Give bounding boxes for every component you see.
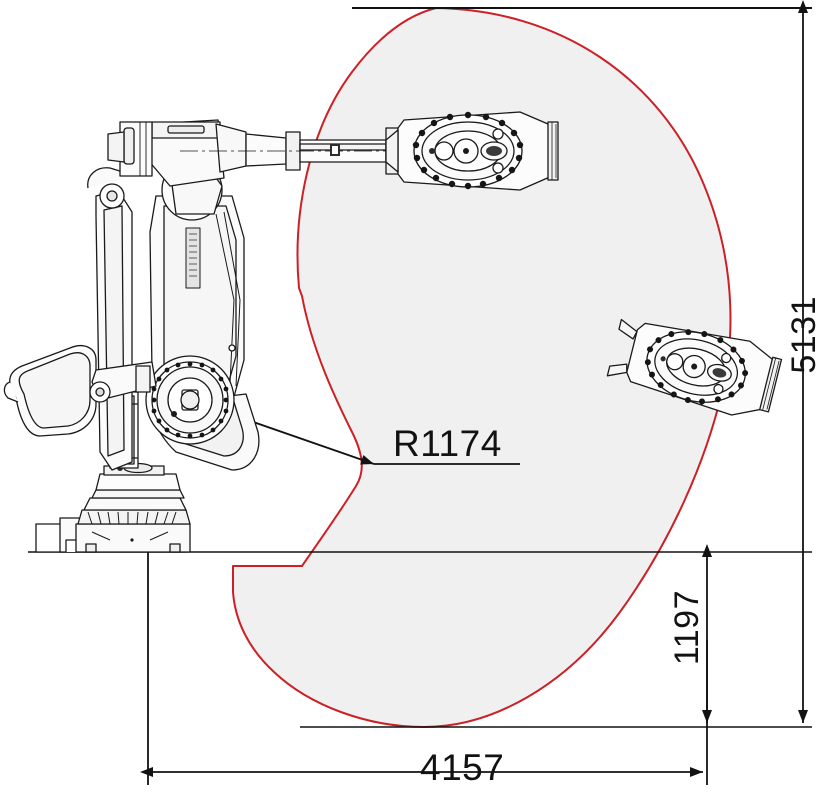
elbow-link: [89, 361, 157, 403]
below-base-dimension-label: 1197: [668, 590, 706, 666]
j2-axis-ring: [145, 355, 235, 445]
lower-arm-link: [87, 167, 137, 471]
work-envelope-region: [232, 7, 732, 728]
rear-counterweight-cover: [3, 345, 97, 437]
radius-dimension-label: R1174: [393, 423, 502, 464]
robot-arm: [3, 111, 783, 553]
upper-arm-link: [107, 119, 247, 187]
wrist-assembly-far-right: [606, 318, 783, 416]
work-envelope-outline: [232, 7, 732, 728]
robot-base-mount: [35, 497, 191, 553]
forearm-tube: [180, 127, 400, 175]
wrist-assembly-horizontal: [385, 111, 559, 191]
j1-turret: [91, 462, 185, 499]
width-dimension-label: 4157: [420, 747, 505, 788]
dimension-lines: [28, 0, 812, 785]
height-dimension-label: 5131: [785, 296, 823, 374]
